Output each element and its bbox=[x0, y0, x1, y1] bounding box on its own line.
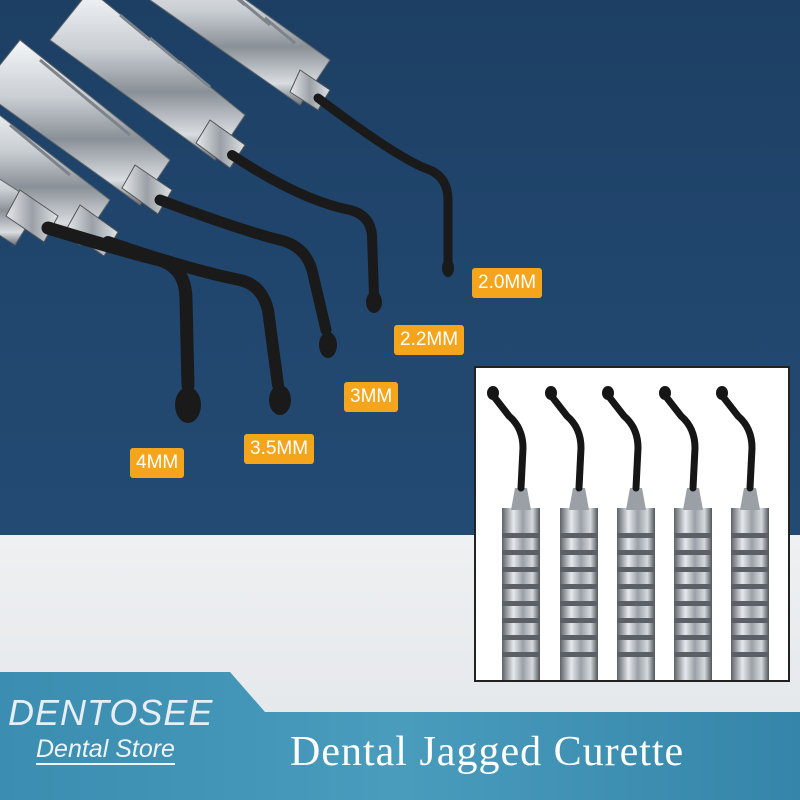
inset-curette bbox=[659, 386, 712, 680]
brand-name: DENTOSEE bbox=[8, 692, 214, 733]
handle-2-2mm bbox=[49, 0, 382, 313]
size-label-4mm: 4MM bbox=[130, 448, 185, 478]
size-label-2-2mm: 2.2MM bbox=[394, 325, 465, 355]
handle-2-0mm bbox=[149, 0, 454, 277]
brand-subtitle: Dental Store bbox=[36, 735, 175, 765]
product-title: Dental Jagged Curette bbox=[290, 729, 685, 775]
inset-curette bbox=[487, 386, 540, 680]
handle-4mm bbox=[0, 178, 201, 423]
inset-photo-five-curettes bbox=[474, 366, 790, 682]
size-label-3-5mm: 3.5MM bbox=[244, 434, 315, 464]
bottom-banner bbox=[0, 672, 800, 800]
inset-curette bbox=[602, 386, 655, 680]
size-label-3mm: 3MM bbox=[344, 382, 399, 412]
handle-3mm bbox=[0, 39, 337, 358]
curette-row-image bbox=[487, 386, 769, 680]
size-label-2-0mm: 2.0MM bbox=[472, 268, 543, 298]
inset-curette bbox=[545, 386, 598, 680]
inset-curette bbox=[716, 386, 769, 680]
